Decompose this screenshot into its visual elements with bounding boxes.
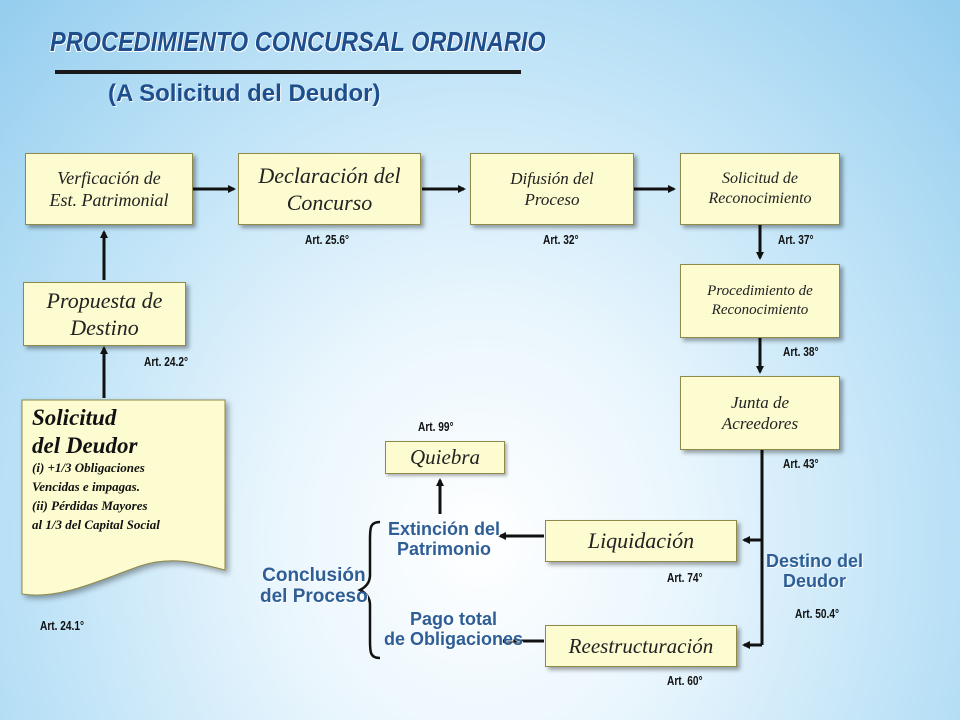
art-25-6: Art. 25.6° <box>305 232 350 247</box>
art-60: Art. 60° <box>667 673 703 688</box>
box-procedimiento-reconocimiento: Procedimiento de Reconocimiento <box>680 264 840 338</box>
solicitud-condition-1: (i) +1/3 Obligaciones <box>32 460 145 476</box>
art-74: Art. 74° <box>667 570 703 585</box>
solicitud-condition-3: (ii) Pérdidas Mayores <box>32 497 148 513</box>
solicitud-condition-4: al 1/3 del Capital Social <box>32 516 160 532</box>
box-reestructuracion-label: Reestructuración <box>568 633 714 658</box>
box-junta-acreedores: Junta de Acreedores <box>680 376 840 450</box>
label-conclusion-proceso: Conclusión del Proceso <box>260 565 368 608</box>
destino-line1: Destino del <box>766 551 864 571</box>
box-liquidacion-label: Liquidación <box>587 528 695 554</box>
box-procedimiento-line2: Reconocimiento <box>711 302 809 318</box>
box-declaracion-line1: Declaración del <box>258 162 401 188</box>
box-liquidacion: Liquidación <box>545 520 737 562</box>
solicitud-deudor: Solicitud del Deudor (i) +1/3 Obligacion… <box>32 404 222 535</box>
solicitud-condition-2: Vencidas e impagas. <box>32 479 140 495</box>
box-solicitud-reconocimiento: Solicitud de Reconocimiento <box>680 153 840 225</box>
pago-line1: Pago total <box>410 609 498 629</box>
solicitud-deudor-shape <box>21 399 226 596</box>
box-quiebra-label: Quiebra <box>410 445 480 470</box>
art-50-4: Art. 50.4° <box>795 606 840 621</box>
art-43: Art. 43° <box>783 456 819 471</box>
solicitud-deudor-title2: del Deudor <box>32 432 138 458</box>
box-propuesta-line2: Destino <box>70 315 139 340</box>
box-junta-line1: Junta de <box>730 392 790 412</box>
box-quiebra: Quiebra <box>385 441 505 474</box>
box-propuesta-line1: Propuesta de <box>46 287 163 313</box>
art-99: Art. 99° <box>418 419 454 434</box>
label-destino-deudor: Destino del Deudor <box>766 551 864 592</box>
art-37: Art. 37° <box>778 232 814 247</box>
box-solicitud-line2: Reconocimiento <box>708 190 812 207</box>
box-difusion-line2: Proceso <box>524 190 580 209</box>
page-title: PROCEDIMIENTO CONCURSAL ORDINARIO <box>50 26 546 57</box>
box-verificacion-line2: Est. Patrimonial <box>49 190 169 210</box>
pago-line2: de Obligaciones <box>384 628 524 649</box>
extincion-line1: Extinción del <box>388 519 501 539</box>
box-procedimiento-line1: Procedimiento de <box>707 283 813 300</box>
conclusion-line2: del Proceso <box>260 585 368 607</box>
destino-line2: Deudor <box>783 570 846 591</box>
box-difusion-line1: Difusión del <box>510 168 594 188</box>
art-24-1: Art. 24.1° <box>40 618 85 633</box>
solicitud-deudor-title1: Solicitud <box>32 405 117 430</box>
conclusion-line1: Conclusión <box>262 565 366 586</box>
box-reestructuracion: Reestructuración <box>545 625 737 667</box>
extincion-line2: Patrimonio <box>397 538 492 559</box>
page-subtitle: (A Solicitud del Deudor) <box>108 80 381 107</box>
art-38: Art. 38° <box>783 344 819 359</box>
label-extincion-patrimonio: Extinción del Patrimonio <box>388 519 501 560</box>
box-solicitud-line1: Solicitud de <box>722 170 798 187</box>
box-declaracion-line2: Concurso <box>286 190 373 215</box>
conclusion-brace <box>357 520 381 660</box>
art-24-2: Art. 24.2° <box>144 354 189 369</box>
title-underline <box>55 70 521 74</box>
art-32: Art. 32° <box>543 232 579 247</box>
box-verificacion-line1: Verficación de <box>57 167 161 188</box>
label-pago-total: Pago total de Obligaciones <box>384 609 524 650</box>
box-junta-line2: Acreedores <box>721 414 799 433</box>
